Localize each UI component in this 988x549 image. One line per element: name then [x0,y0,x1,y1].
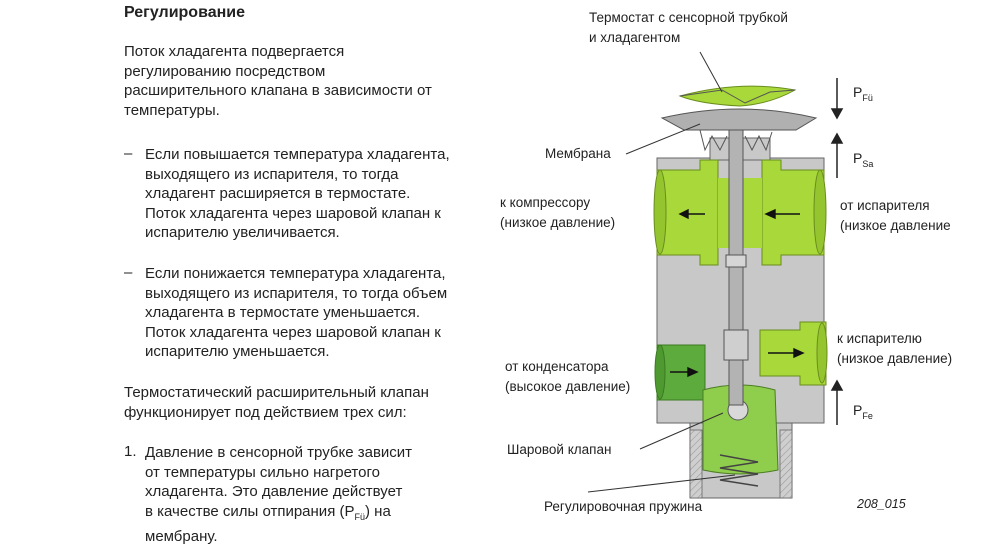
force-label-pfu: PFü [853,84,873,103]
section-heading: Регулирование [124,4,245,21]
leader-lines [587,51,736,493]
bullet-text-1: Если повышается температура хладагента,в… [145,146,450,241]
label-to-compressor: к компрессору(низкое давление) [500,195,616,230]
label-membrane: Мембрана [545,146,611,161]
low-pressure-passage [653,159,827,266]
label-from-evaporator: от испарителя(низкое давление [840,198,951,233]
label-to-evaporator: к испарителю(низкое давление) [837,331,953,366]
membrane-head [660,85,818,152]
label-ball-valve: Шаровой клапан [507,442,612,457]
bullet-marker: – [124,264,133,281]
label-spring: Регулировочная пружина [544,499,703,514]
bullet-text-2: Если понижается температура хладагента,в… [145,265,448,360]
list-number: 1. [124,443,137,460]
flow-arrows [670,208,805,378]
force-label-pfe: PFe [853,402,873,421]
bullet-marker: – [124,145,133,162]
label-from-condenser: от конденсатора(высокое давление) [505,359,631,394]
force-label-psa: PSa [853,150,874,169]
figure-id: 208_015 [857,497,906,511]
force-arrows [830,78,844,425]
